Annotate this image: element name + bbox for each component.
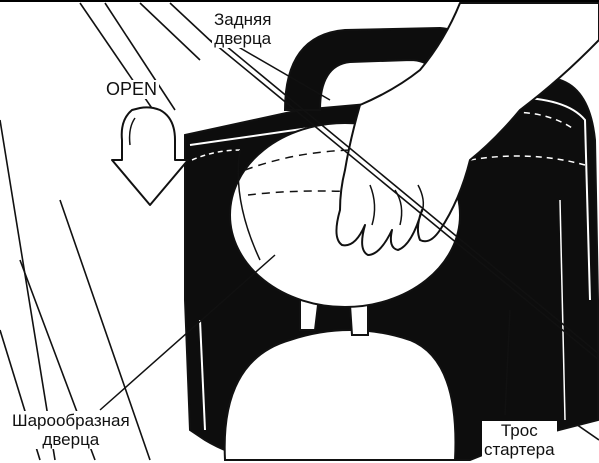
rear-door-label: Задняя дверца — [212, 10, 273, 48]
starter-rope-label: Трос стартера — [482, 421, 557, 459]
ball-door-label: Шарообразная дверца — [10, 411, 132, 449]
open-label: OPEN — [104, 80, 159, 99]
curved-down-arrow-icon — [112, 107, 188, 205]
